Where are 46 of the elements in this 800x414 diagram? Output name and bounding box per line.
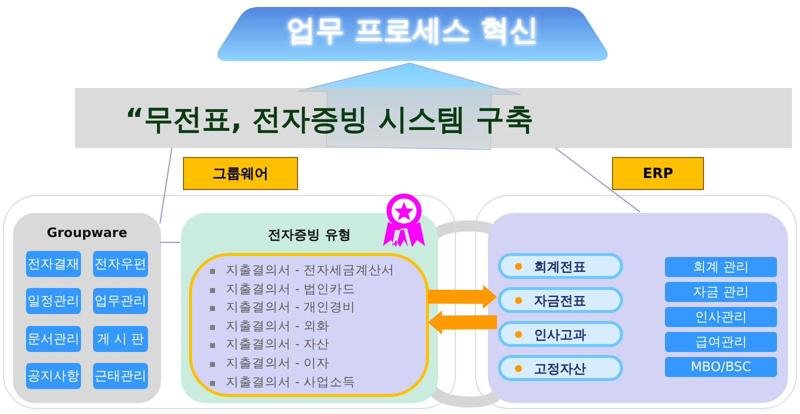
module-label: MBO/BSC [665, 357, 777, 377]
list-item: 지출결의서 - 전자세금계산서 [208, 261, 394, 280]
arrow [428, 284, 497, 309]
voucher-pill [498, 253, 623, 279]
banner-title: 업무 프로세스 혁신 [285, 12, 540, 49]
list-item: 지출결의서 - 사업소득 [208, 372, 394, 392]
list-item: 지출결의서 - 외화 [208, 316, 394, 336]
erp-panel [488, 213, 788, 403]
section-tag: 그룹웨어 [183, 157, 298, 190]
voucher-pill [498, 321, 623, 347]
connector-line [554, 148, 640, 212]
module-label: 자금 관리 [665, 282, 777, 302]
headline-band [75, 88, 792, 148]
panel-heading: Groupware [46, 226, 128, 241]
module-label: 급여관리 [665, 332, 777, 352]
groupware-panel [13, 213, 161, 403]
voucher-text: 회계전표 [534, 259, 586, 276]
list-item: 지출결의서 - 법인카드 [208, 280, 394, 298]
section-tag: ERP [612, 157, 704, 190]
voucher-text: 고정자산 [534, 361, 586, 378]
arrow [428, 310, 498, 334]
module-label: 전자우편 [93, 251, 148, 277]
voucher-text: 자금전표 [534, 293, 586, 310]
voucher-text: 인사고과 [534, 327, 586, 344]
voucher-pill [498, 287, 623, 313]
module-label: 전자결재 [26, 251, 81, 277]
connector-line [160, 148, 172, 224]
list-item: 지출결의서 - 자산 [208, 335, 394, 354]
module-label: 일정관리 [26, 288, 81, 314]
module-label: 문서관리 [26, 326, 81, 352]
banner-trapezoid [215, 5, 610, 63]
module-label: 인사관리 [665, 307, 777, 327]
module-label: 근태관리 [93, 363, 148, 389]
evidence-panel [181, 213, 438, 403]
evidence-list [189, 253, 429, 397]
headline-text: “무전표, 전자증빙 시스템 구축 [125, 101, 534, 138]
module-label: 회계 관리 [665, 257, 777, 277]
voucher-pill [498, 355, 623, 381]
module-label: 업무관리 [93, 288, 148, 314]
list-item: 지출결의서 - 이자 [208, 354, 394, 373]
module-label: 공지사항 [26, 363, 81, 389]
module-label: 게 시 판 [93, 326, 148, 352]
connector-line [160, 242, 180, 243]
panel-heading: 전자증빙 유형 [267, 227, 352, 244]
outer-container [475, 195, 797, 409]
list-item: 지출결의서 - 개인경비 [208, 298, 394, 317]
